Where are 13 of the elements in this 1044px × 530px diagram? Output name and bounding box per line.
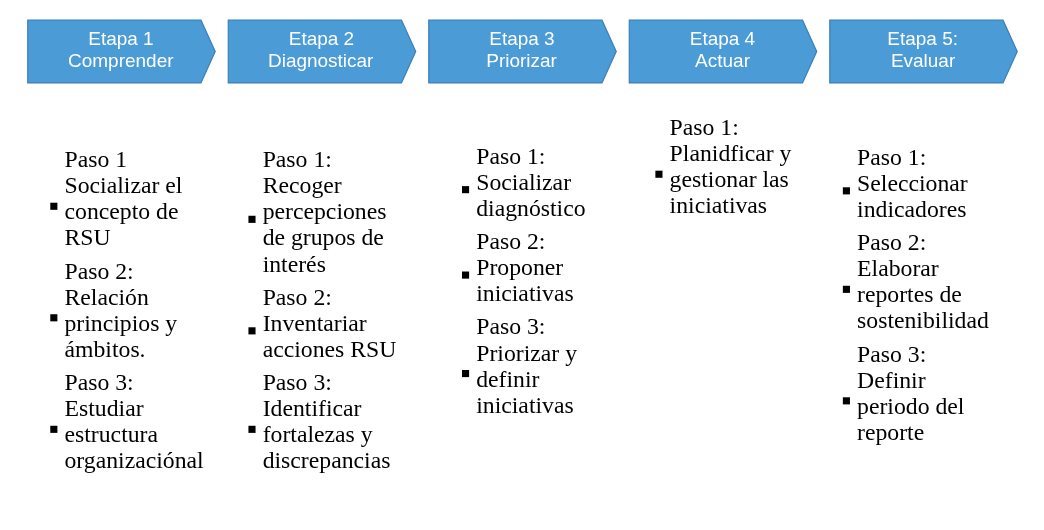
node-label: Paso 1: Socializar diagnóstico [475, 142, 586, 221]
node-label: Paso 3: Identificar fortalezas y discrepancias [262, 369, 390, 474]
node-label: Paso 3: Priorizar y definir iniciativas [475, 313, 577, 418]
node-label: Paso 1: Recoger percepciones de grupos de interés [262, 146, 386, 277]
node-label: Paso 1 Socializar el concepto de RSU [64, 146, 182, 251]
node-label: Paso 3: Definir periodo del reporte [856, 340, 964, 445]
node-label: Paso 2: Elaborar reportes de sostenibilidad [856, 229, 989, 334]
node-label: Paso 2: Proponer iniciativas [475, 227, 574, 307]
node-label: Paso 3: Estudiar estructura organizaciónal [64, 369, 204, 474]
node-label: Paso 2: Inventariar acciones RSU [262, 283, 396, 362]
node-label: Paso 1: Planidficar y gestionar las iniciativas [669, 114, 791, 219]
node-label: Paso 2: Relación principios y ámbitos. [64, 257, 177, 362]
node-label: Paso 1: Seleccionar indicadores [856, 143, 968, 222]
